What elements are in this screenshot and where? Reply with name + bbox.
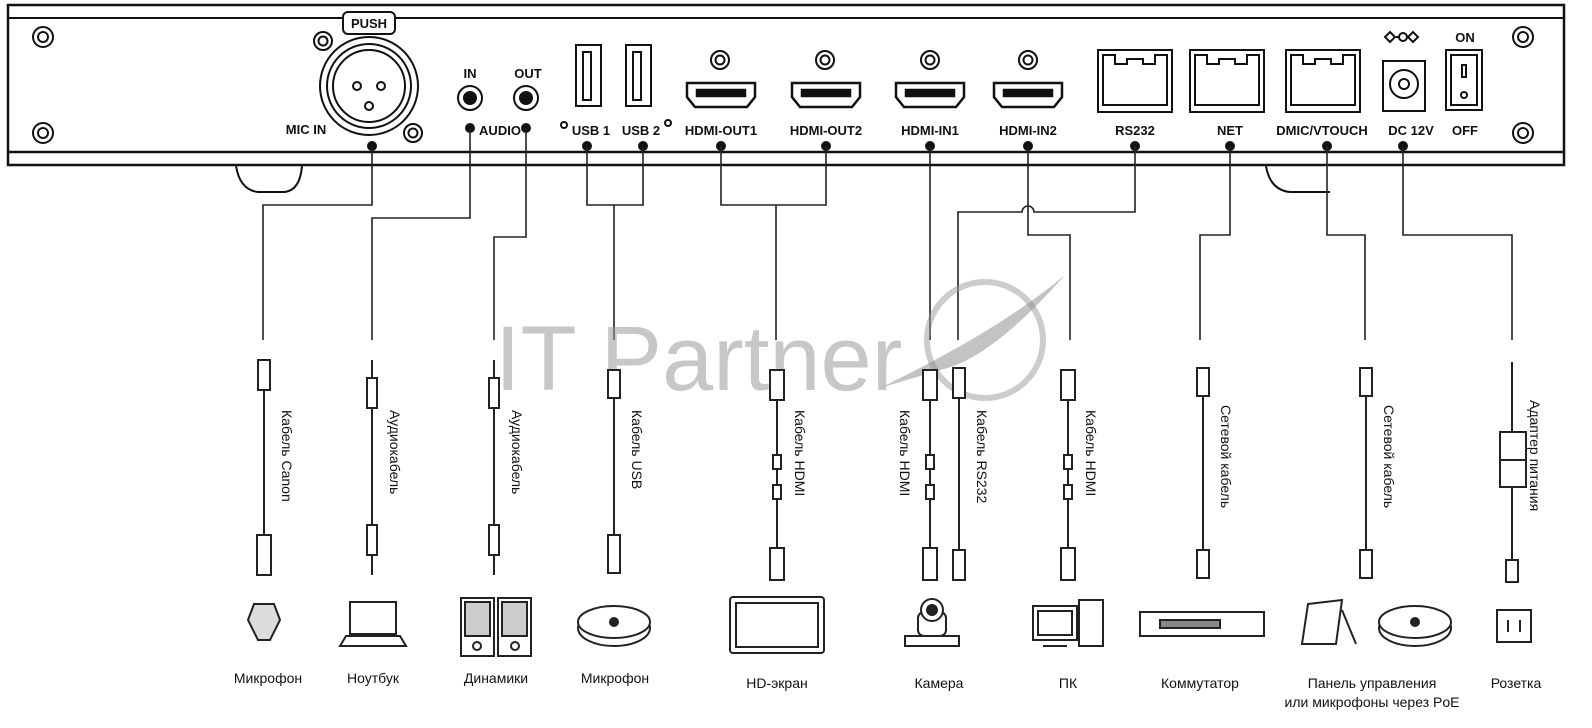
cable-label: Сетевой кабель	[1381, 405, 1397, 508]
device-label: Панель управления	[1308, 675, 1437, 691]
laptop-icon	[338, 601, 408, 647]
hd-screen-icon	[729, 596, 825, 654]
device-label: Коммутатор	[1161, 675, 1239, 691]
canon-cable-icon	[256, 359, 272, 576]
cable-label: Аудиокабель	[509, 410, 525, 494]
hdmi-port-icon	[685, 81, 1064, 109]
port-label-net: NET	[1217, 123, 1243, 138]
port-label-out: OUT	[514, 66, 542, 81]
port-label-hdmi-out1: HDMI-OUT1	[685, 123, 757, 138]
camera-icon	[904, 598, 960, 647]
devices	[246, 596, 1532, 657]
device-label: Микрофон	[581, 670, 649, 686]
rs232-cable-icon	[952, 367, 966, 581]
power-outlet-icon	[1496, 609, 1532, 643]
cable-label: Кабель HDMI	[792, 410, 808, 496]
cables	[256, 359, 1527, 583]
device-label: Ноутбук	[347, 670, 400, 686]
port-label-hdmi-in2: HDMI-IN2	[999, 123, 1057, 138]
cable-label: Кабель Canon	[279, 410, 295, 502]
usb-cable-icon	[607, 369, 621, 574]
device-rear-panel: PUSH	[6, 3, 1566, 193]
push-label: PUSH	[351, 16, 387, 31]
port-label-dc: DC 12V	[1388, 123, 1434, 138]
port-label-dmic: DMIC/VTOUCH	[1276, 123, 1367, 138]
port-label-usb2: USB 2	[622, 123, 660, 138]
power-switch[interactable]	[1445, 49, 1483, 111]
device-label: Розетка	[1491, 675, 1542, 691]
device-label: ПК	[1059, 675, 1078, 691]
conference-microphone-icon	[577, 605, 651, 647]
port-label-usb1: USB 1	[572, 123, 610, 138]
touch-panel-icon	[1300, 598, 1357, 645]
microphone-icon	[246, 603, 282, 641]
port-label-hdmi-in1: HDMI-IN1	[901, 123, 959, 138]
hdmi-cable-icon	[922, 369, 938, 581]
device-label: HD-экран	[746, 675, 807, 691]
speakers-icon	[460, 597, 532, 657]
switch-label-off: OFF	[1452, 123, 1478, 138]
cable-label: Адаптер питания	[1527, 400, 1543, 511]
hdmi-cable-icon	[1060, 369, 1076, 581]
port-label-mic-in: MIC IN	[286, 122, 326, 137]
device-label: Микрофон	[234, 670, 302, 686]
device-label: Камера	[915, 675, 964, 691]
device-labels: Микрофон Ноутбук Динамики Микрофон HD-эк…	[234, 670, 1542, 710]
cable-labels: Кабель Canon Аудиокабель Аудиокабель Каб…	[279, 400, 1543, 511]
network-switch-icon	[1139, 611, 1265, 637]
cable-label: Сетевой кабель	[1218, 405, 1234, 508]
cable-label: Кабель RS232	[974, 410, 990, 503]
audio-cable-icon	[366, 360, 378, 575]
connection-lines	[262, 123, 1513, 340]
screw-icon	[32, 26, 1534, 144]
rj45-port-icon	[1097, 49, 1361, 113]
cable-label: Кабель HDMI	[1083, 410, 1099, 496]
audio-cable-icon	[488, 360, 500, 575]
watermark-logo: IT Partner	[495, 275, 1065, 410]
port-label-in: IN	[464, 66, 477, 81]
watermark-text: IT Partner	[495, 308, 902, 410]
cable-label: Кабель USB	[629, 410, 645, 489]
hdmi-cable-icon	[769, 369, 785, 581]
network-cable-icon	[1359, 367, 1373, 579]
power-adapter-icon	[1499, 362, 1527, 583]
audio-jack-icon	[457, 85, 539, 111]
port-label-audio: AUDIO	[479, 123, 521, 138]
conference-microphone-icon	[1378, 605, 1452, 647]
pc-icon	[1032, 599, 1104, 647]
dc-jack-icon	[1382, 30, 1426, 112]
switch-label-on: ON	[1455, 30, 1475, 45]
device-label: Динамики	[464, 670, 528, 686]
device-label: или микрофоны через PoE	[1285, 694, 1460, 710]
cable-label: Кабель HDMI	[897, 410, 913, 496]
usb-port-icon	[560, 44, 672, 129]
port-label-rs232: RS232	[1115, 123, 1155, 138]
network-cable-icon	[1196, 367, 1210, 579]
port-label-hdmi-out2: HDMI-OUT2	[790, 123, 862, 138]
cable-label: Аудиокабель	[387, 410, 403, 494]
xlr-port-icon	[319, 11, 419, 136]
